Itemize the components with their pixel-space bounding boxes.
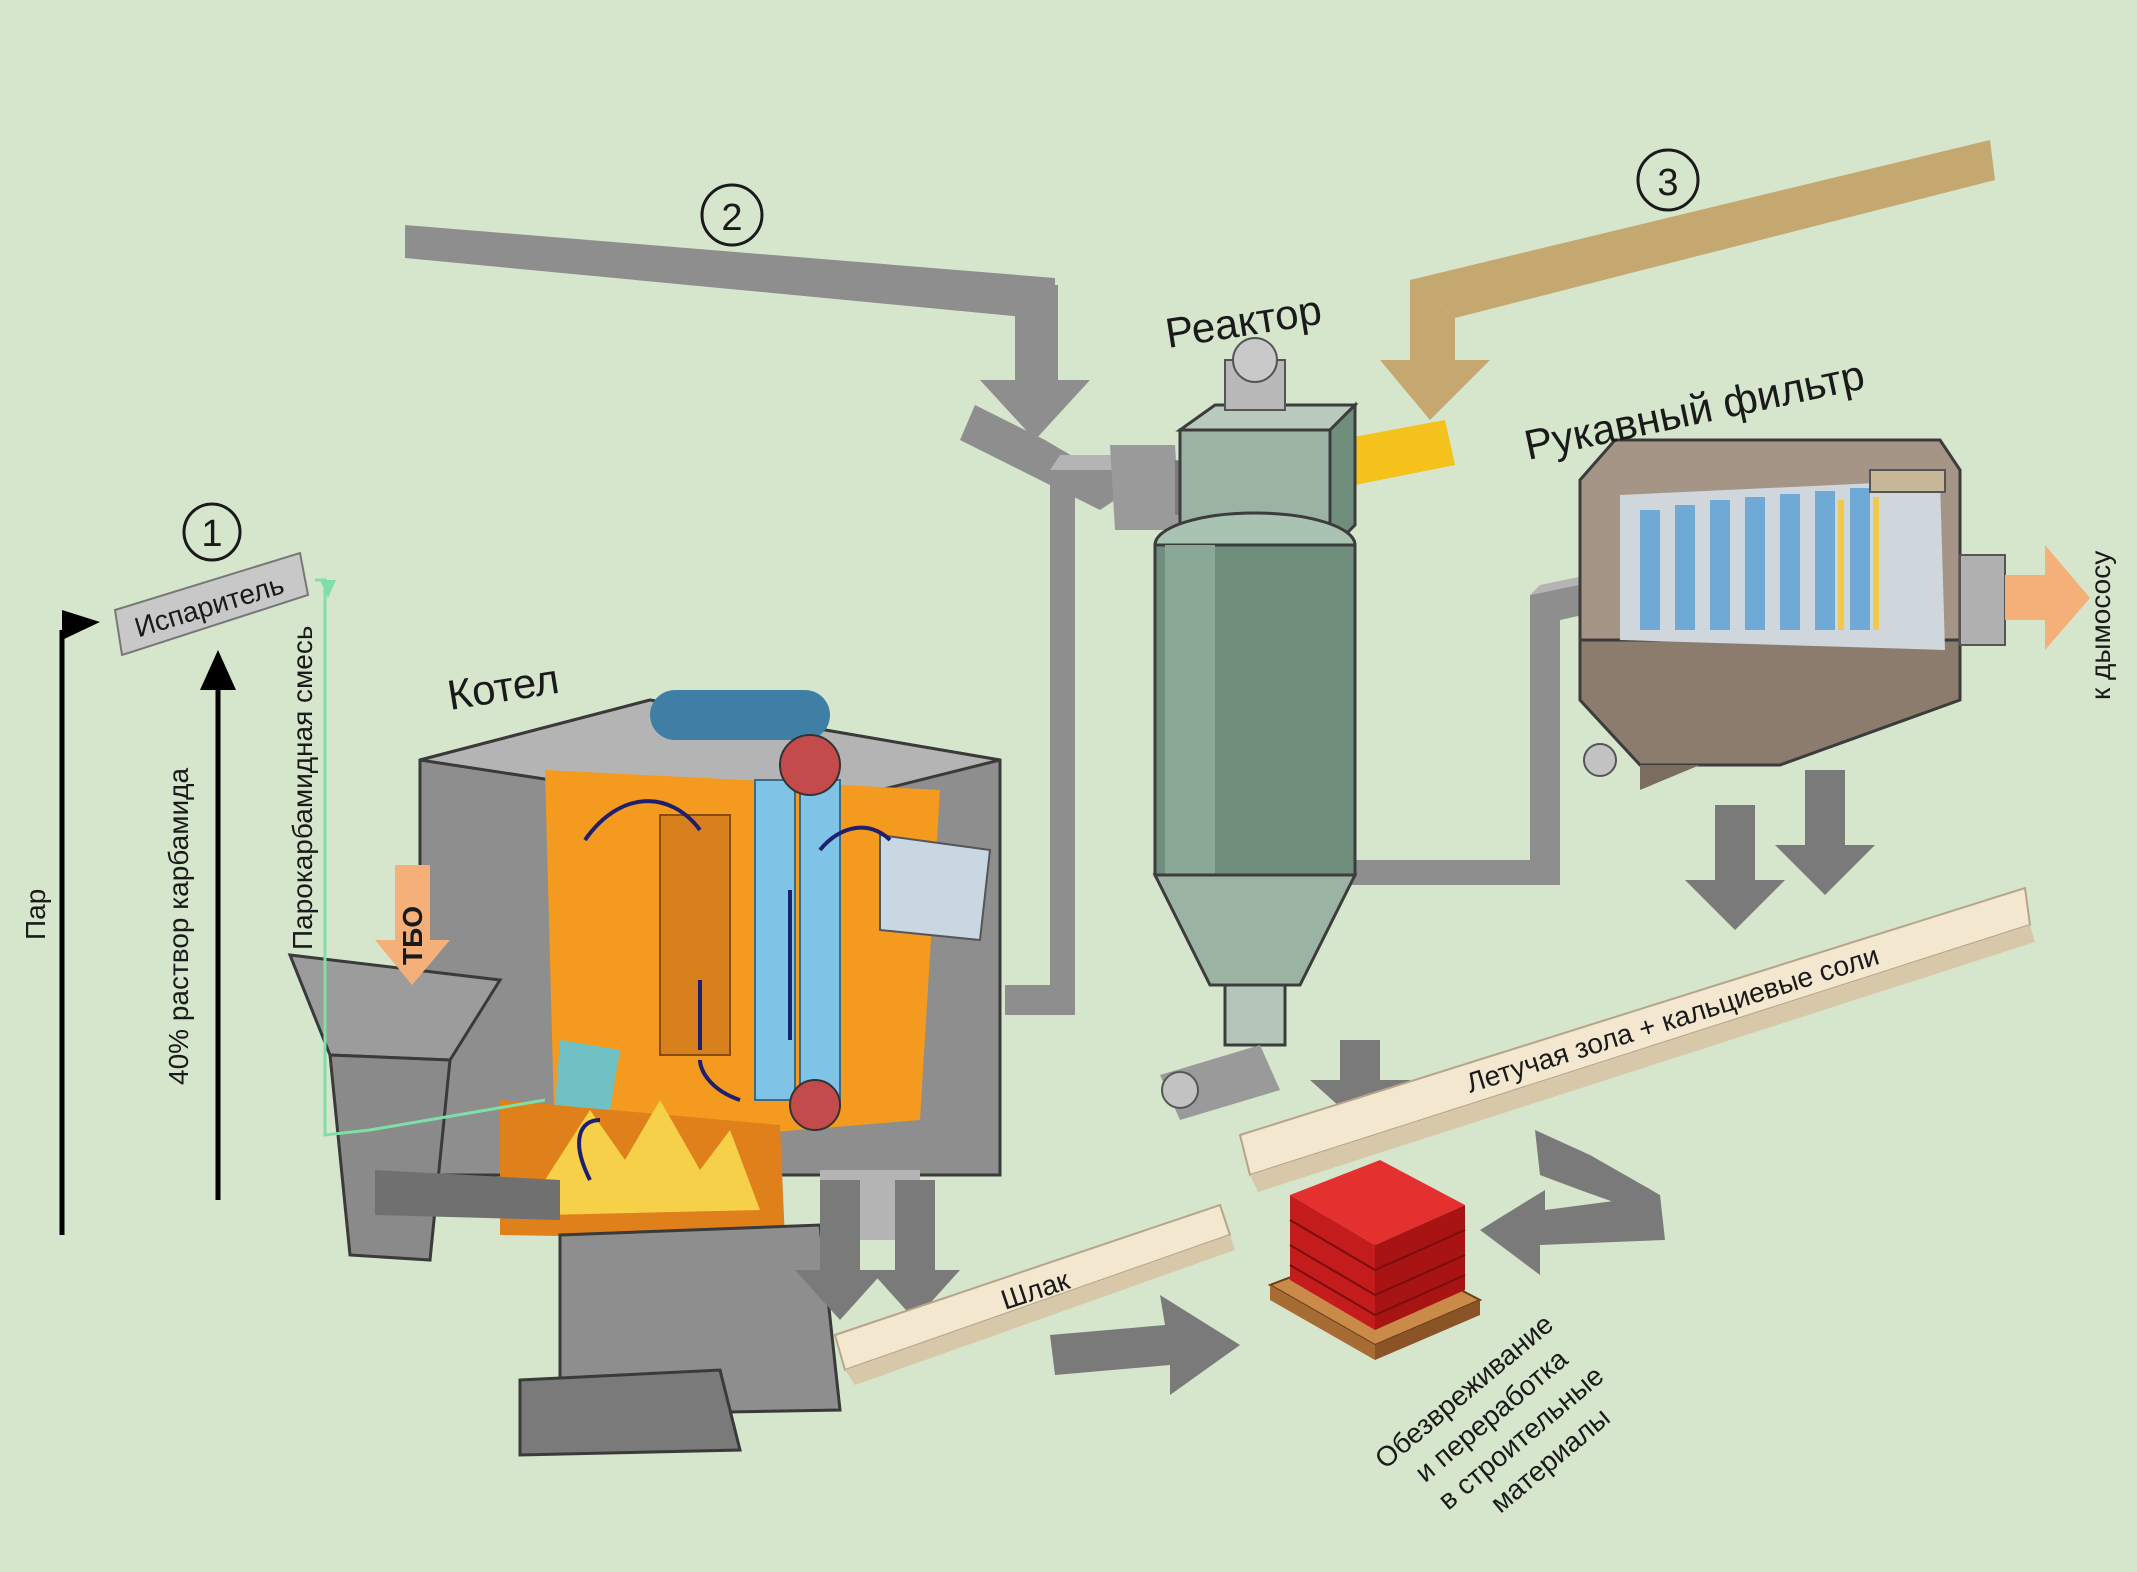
marker-3: 3 [1636,148,1700,212]
reactor [1152,337,1359,1120]
msw-label: ТБО [397,906,428,965]
steam-arrow [59,610,100,1235]
marker-1: 1 [182,502,242,562]
marker-2: 2 [700,183,764,247]
flow-arrows-boiler [577,799,892,1181]
evaporator-box [113,551,310,657]
flue-out-arrow [2005,545,2090,650]
urea-arrow [200,650,236,1200]
marker-2-text: 2 [721,197,742,239]
boiler [287,690,1002,1457]
urea-solution-label: 40% раствор карбамида [163,768,194,1085]
processing-label: Обезвреживание и переработка в строитель… [1369,1308,1616,1519]
filter-bags [1640,488,1870,630]
to-exhauster-label: к дымососу [2085,551,2116,700]
steam-urea-mix-label: Парокарбамидная смесь [287,626,318,950]
marker-1-text: 1 [201,513,222,555]
slag-conveyor [833,1203,1235,1385]
bag-filter [1578,438,2006,790]
steam-urea-line [315,578,546,1137]
brick-pallet [1267,1160,1483,1360]
discharge-arrows [795,770,1875,1395]
fly-ash-conveyor [1238,886,2035,1192]
steam-label: Пар [20,889,51,940]
marker-3-text: 3 [1657,162,1678,204]
msw-feed-arrow [375,865,450,985]
